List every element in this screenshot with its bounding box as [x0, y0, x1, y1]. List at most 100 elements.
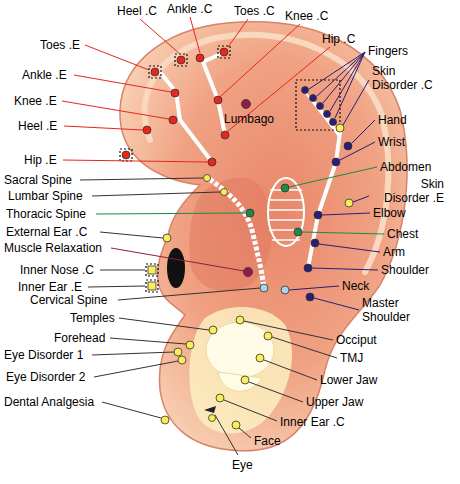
point-label: Heel .C	[117, 4, 157, 18]
point-label: Lumbar Spine	[8, 189, 83, 203]
point-label: Occiput	[336, 333, 377, 347]
leader-line	[100, 270, 145, 271]
point-label: Abdomen	[380, 160, 431, 174]
yellow-point	[221, 189, 228, 196]
leader-line	[102, 402, 161, 418]
navy-point	[330, 119, 337, 126]
navy-point	[304, 264, 312, 272]
point-label: Lower Jaw	[320, 373, 377, 387]
leader-line	[92, 192, 220, 196]
jaw	[218, 372, 262, 391]
red-point	[169, 116, 177, 124]
green-point	[294, 228, 302, 236]
leader-line	[239, 428, 251, 438]
red-point	[122, 151, 130, 159]
point-label: Temples	[70, 311, 115, 325]
leader-line	[140, 19, 180, 54]
yellow-point	[345, 199, 353, 207]
point-label: Skin Disorder .E	[372, 177, 444, 205]
leader-line	[94, 361, 178, 377]
leader-line	[80, 178, 203, 180]
point-label: Thoracic Spine	[6, 207, 86, 221]
skull	[206, 322, 274, 378]
dashed-square	[218, 46, 230, 58]
yellow-point	[256, 354, 264, 362]
red-point	[177, 56, 185, 64]
leader-line	[111, 248, 244, 271]
point-label: Sacral Spine	[4, 173, 72, 187]
yellow-point	[186, 341, 194, 349]
point-label: Toes .C	[234, 4, 275, 18]
leader-line	[340, 142, 375, 160]
leader-line	[352, 120, 375, 143]
navy-point	[344, 142, 352, 150]
yellow-point	[336, 124, 344, 132]
red-point	[196, 54, 204, 62]
leader-line	[312, 268, 378, 270]
point-label: Knee .C	[285, 9, 328, 23]
leader-line	[96, 213, 246, 214]
point-label: Skin Disorder .C	[372, 64, 442, 92]
finger-bones	[305, 92, 338, 135]
point-label: Eye Disorder 1	[4, 348, 83, 362]
yellow-point	[216, 394, 224, 402]
yellow-point	[178, 356, 186, 364]
ear-canal	[167, 248, 185, 288]
navy-point	[311, 239, 319, 247]
point-label: Arm	[383, 245, 405, 259]
leader-line	[221, 24, 300, 96]
point-label: Toes .E	[40, 38, 80, 52]
leader-line	[244, 321, 333, 340]
yellow-point	[204, 175, 211, 182]
point-label: Dental Analgesia	[4, 395, 94, 409]
ear-outline	[120, 22, 407, 451]
point-label: Fingers	[368, 44, 408, 58]
leader-line	[272, 337, 337, 358]
red-point	[221, 131, 229, 139]
leader-line	[353, 196, 369, 202]
point-label: Hip .C	[322, 32, 355, 46]
leader-line	[64, 126, 143, 130]
point-label: Heel .E	[18, 119, 57, 133]
yellow-point	[264, 332, 272, 340]
leader-line	[264, 360, 317, 380]
leader-line	[319, 244, 380, 252]
leader-line	[63, 160, 208, 162]
point-label: Muscle Relaxation	[4, 241, 102, 255]
leader-line	[302, 232, 384, 234]
leader-line	[228, 19, 248, 47]
leader-line	[289, 286, 339, 290]
point-label: Master Shoulder	[362, 296, 422, 324]
leader-line	[85, 45, 149, 70]
navy-point	[314, 211, 322, 219]
leader-line	[335, 52, 365, 118]
eye-mark	[204, 406, 216, 413]
point-label: Face	[254, 434, 281, 448]
yellow-point	[232, 421, 240, 429]
point-label: Ankle .E	[22, 68, 67, 82]
red-point	[171, 89, 179, 97]
point-label: Knee .E	[14, 94, 57, 108]
point-label: Elbow	[373, 206, 406, 220]
leader-line	[88, 286, 145, 287]
yellow-point	[174, 348, 182, 356]
leader-line	[323, 52, 365, 103]
point-label: Forehead	[54, 331, 105, 345]
dashed-square	[149, 66, 161, 78]
red-point	[214, 96, 222, 104]
leader-line	[110, 338, 186, 344]
yellow-point	[209, 415, 216, 422]
maroon-point	[242, 100, 251, 109]
red-point	[208, 158, 216, 166]
leader-line	[330, 52, 365, 111]
leg-bone	[203, 52, 225, 135]
leader-line	[92, 352, 174, 355]
green-point	[281, 184, 289, 192]
leader-line	[119, 318, 209, 330]
leg-bone	[160, 72, 212, 162]
leader-line	[224, 400, 277, 421]
point-label: Inner Ear .C	[280, 415, 345, 429]
leader-line	[190, 17, 200, 53]
